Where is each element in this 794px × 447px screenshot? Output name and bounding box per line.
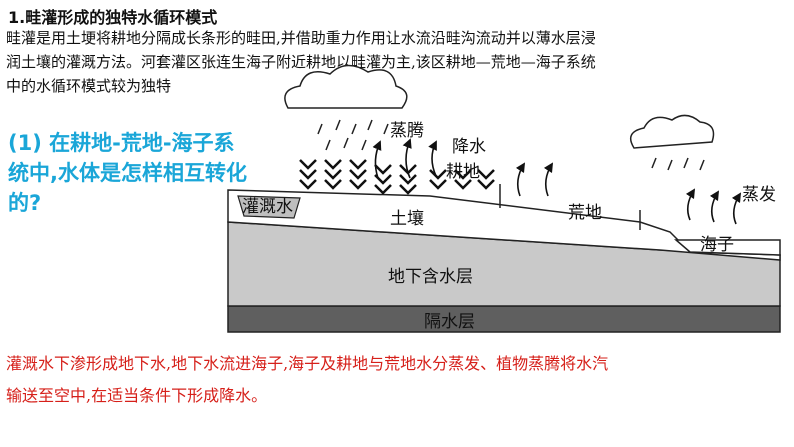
lake-water — [673, 239, 781, 256]
cloud-right — [629, 114, 715, 149]
label-farmland: 耕地 — [446, 162, 480, 182]
intro-line-3: 中的水循环模式较为独特 — [6, 77, 172, 95]
label-precipitation: 降水 — [452, 137, 486, 157]
irrigation-channel — [237, 195, 301, 219]
rain-left — [317, 119, 389, 151]
intro-paragraph: 畦灌是用土埂将耕地分隔成长条形的畦田,并借助重力作用让水流沿畦沟流动并以薄水层浸… — [6, 26, 788, 98]
answer-line-2: 输送至空中,在适当条件下形成降水。 — [6, 386, 268, 405]
label-wasteland: 荒地 — [568, 203, 602, 223]
label-evaporation: 蒸发 — [742, 185, 776, 205]
label-aquifer: 地下含水层 — [388, 267, 473, 287]
label-transpiration: 蒸腾 — [390, 121, 424, 141]
label-lake: 海子 — [700, 235, 734, 255]
crops — [299, 159, 495, 195]
aquiclude-layer — [227, 305, 781, 333]
intro-line-1: 畦灌是用土埂将耕地分隔成长条形的畦田,并借助重力作用让水流沿畦沟流动并以薄水层浸 — [6, 29, 596, 47]
cloud-left — [284, 64, 408, 109]
label-soil: 土壤 — [390, 208, 424, 229]
question-text: (1) 在耕地-荒地-海子系统中,水体是怎样相互转化的? — [8, 131, 247, 215]
section-title: 1.畦灌形成的独特水循环模式 — [8, 8, 218, 27]
answer-text: 灌溉水下渗形成地下水,地下水流进海子,海子及耕地与荒地水分蒸发、植物蒸腾将水汽 … — [6, 348, 788, 412]
answer-line-1: 灌溉水下渗形成地下水,地下水流进海子,海子及耕地与荒地水分蒸发、植物蒸腾将水汽 — [6, 354, 609, 373]
label-aquiclude: 隔水层 — [424, 312, 475, 332]
vapor-arrows — [372, 138, 742, 225]
label-irrigation-water: 灌溉水 — [242, 197, 293, 217]
intro-line-2: 润土壤的灌溉方法。河套灌区张连生海子附近耕地以畦灌为主,该区耕地—荒地—海子系统 — [6, 53, 596, 71]
rain-right — [651, 157, 705, 171]
